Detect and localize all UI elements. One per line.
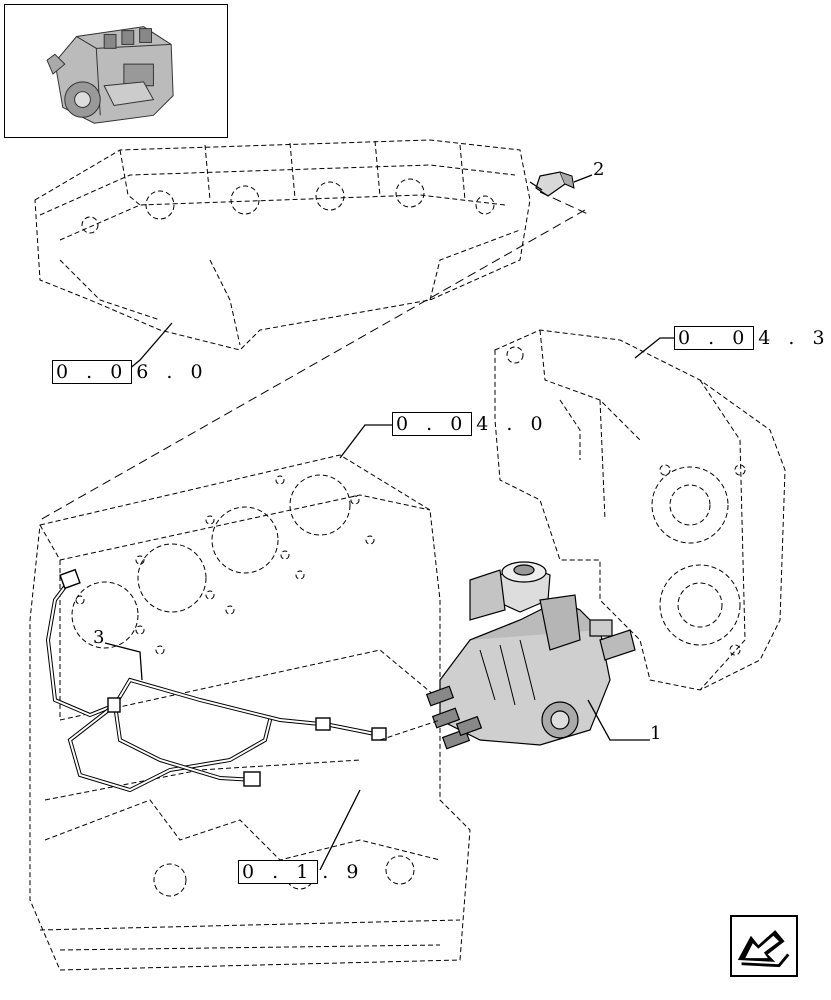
timing-cover: [494, 329, 786, 691]
ref-0060-boxed: 0 . 0: [52, 360, 133, 384]
leader-part-1: [587, 699, 650, 741]
engine-thumbnail: [4, 4, 228, 138]
cylinder-block: [29, 454, 471, 971]
leader-0119: [319, 789, 361, 871]
part-3-harness: [45, 568, 387, 793]
ref-0043-rest: 4 . 3: [758, 327, 831, 349]
pump-mount-line: [379, 719, 441, 741]
callout-3: 3: [93, 627, 105, 648]
ref-0060-rest: 6 . 0: [136, 361, 209, 383]
ref-0119[interactable]: 0 . 1. 9: [238, 860, 364, 884]
assembly-line: [39, 209, 586, 521]
engine-thumbnail-icon: [46, 26, 174, 124]
part-1-injection-pump: [425, 561, 636, 750]
part-2-sensor: [529, 171, 593, 216]
leader-0040: [339, 424, 392, 459]
ref-0043-boxed: 0 . 0: [674, 326, 755, 350]
ref-0040-rest: 4 . 0: [476, 413, 549, 435]
ref-0040-boxed: 0 . 0: [392, 412, 473, 436]
leader-0043: [634, 337, 676, 359]
cylinder-head: [34, 139, 531, 351]
ref-0119-boxed: 0 . 1: [238, 860, 319, 884]
ref-0119-rest: . 9: [322, 861, 365, 883]
next-page-arrow-icon: [737, 930, 790, 968]
next-page-button[interactable]: [730, 915, 798, 977]
leader-part-3: [104, 642, 143, 681]
callout-2: 2: [593, 159, 605, 180]
callout-1: 1: [650, 723, 662, 744]
